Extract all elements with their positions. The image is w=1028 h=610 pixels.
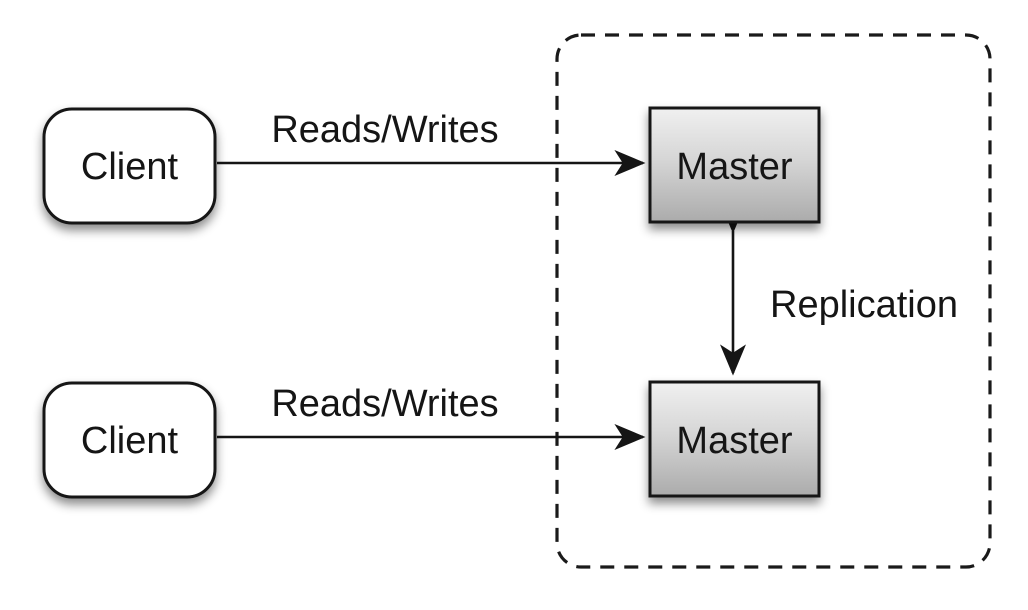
edge-label-reads-writes-top: Reads/Writes: [271, 109, 498, 151]
node-client-top: Client: [42, 107, 217, 225]
client-bottom-box: [42, 381, 217, 499]
master-top-box: [648, 106, 821, 224]
client-top-label: Client: [81, 146, 179, 188]
master-bottom-box: [648, 380, 821, 498]
node-master-bottom: Master: [648, 380, 821, 498]
edge-label-reads-writes-bottom: Reads/Writes: [271, 383, 498, 425]
master-top-label: Master: [676, 146, 792, 188]
node-master-top: Master: [648, 106, 821, 224]
replication-boundary-box: [555, 33, 992, 569]
node-client-bottom: Client: [42, 381, 217, 499]
client-bottom-label: Client: [81, 420, 179, 462]
client-top-box: [42, 107, 217, 225]
master-bottom-label: Master: [676, 420, 792, 462]
edge-label-replication: Replication: [770, 284, 958, 326]
